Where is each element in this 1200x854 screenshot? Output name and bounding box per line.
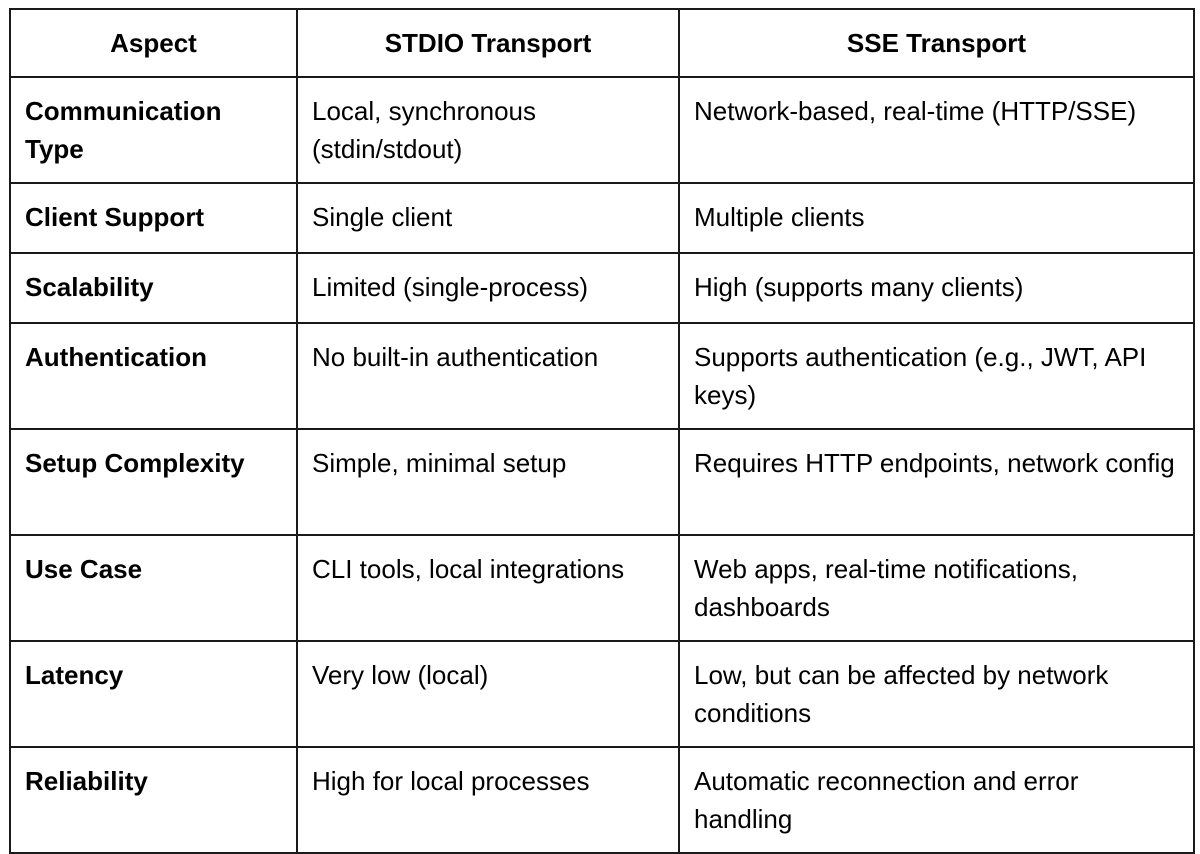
header-row: Aspect STDIO Transport SSE Transport <box>9 8 1195 78</box>
table-row: Scalability Limited (single-process) Hig… <box>9 252 1195 324</box>
stdio-cell: No built-in authentication <box>296 322 680 430</box>
table-row: Reliability High for local processes Aut… <box>9 746 1195 854</box>
aspect-cell: Scalability <box>9 252 298 324</box>
aspect-cell: Setup Complexity <box>9 428 298 536</box>
table-row: Use Case CLI tools, local integrations W… <box>9 534 1195 642</box>
aspect-cell: Client Support <box>9 182 298 254</box>
stdio-cell: CLI tools, local integrations <box>296 534 680 642</box>
sse-cell: Supports authentication (e.g., JWT, API … <box>678 322 1195 430</box>
comparison-table: Aspect STDIO Transport SSE Transport Com… <box>9 8 1195 854</box>
aspect-cell: Communication Type <box>9 76 298 184</box>
table-row: Authentication No built-in authenticatio… <box>9 322 1195 430</box>
stdio-cell: Limited (single-process) <box>296 252 680 324</box>
stdio-cell: Simple, minimal setup <box>296 428 680 536</box>
header-sse: SSE Transport <box>678 8 1195 78</box>
header-aspect: Aspect <box>9 8 298 78</box>
sse-cell: Low, but can be affected by network cond… <box>678 640 1195 748</box>
stdio-cell: High for local processes <box>296 746 680 854</box>
stdio-cell: Local, synchronous (stdin/stdout) <box>296 76 680 184</box>
sse-cell: Network-based, real-time (HTTP/SSE) <box>678 76 1195 184</box>
aspect-cell: Latency <box>9 640 298 748</box>
sse-cell: Web apps, real-time notifications, dashb… <box>678 534 1195 642</box>
aspect-cell: Reliability <box>9 746 298 854</box>
header-stdio: STDIO Transport <box>296 8 680 78</box>
table-row: Setup Complexity Simple, minimal setup R… <box>9 428 1195 536</box>
table-row: Client Support Single client Multiple cl… <box>9 182 1195 254</box>
table-row: Latency Very low (local) Low, but can be… <box>9 640 1195 748</box>
sse-cell: High (supports many clients) <box>678 252 1195 324</box>
stdio-cell: Very low (local) <box>296 640 680 748</box>
table-row: Communication Type Local, synchronous (s… <box>9 76 1195 184</box>
sse-cell: Multiple clients <box>678 182 1195 254</box>
sse-cell: Automatic reconnection and error handlin… <box>678 746 1195 854</box>
sse-cell: Requires HTTP endpoints, network config <box>678 428 1195 536</box>
stdio-cell: Single client <box>296 182 680 254</box>
aspect-cell: Use Case <box>9 534 298 642</box>
aspect-cell: Authentication <box>9 322 298 430</box>
